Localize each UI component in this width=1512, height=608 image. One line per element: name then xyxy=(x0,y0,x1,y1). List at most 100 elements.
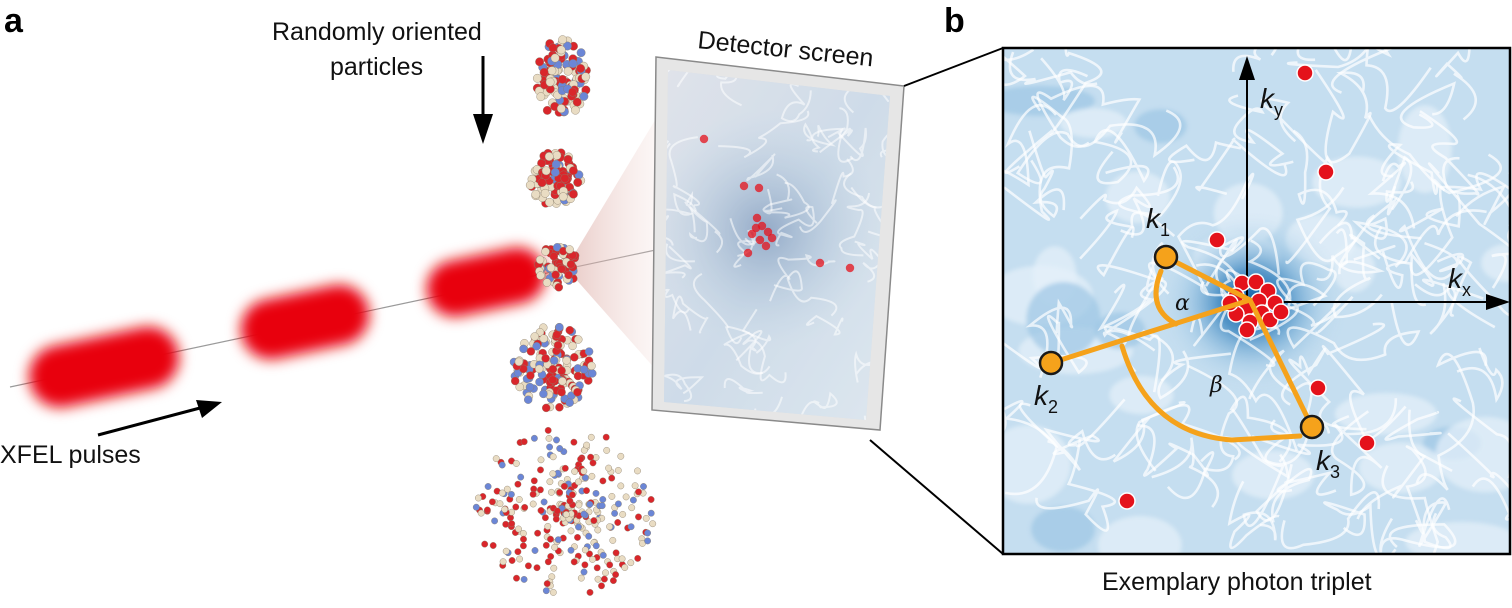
particle-cluster xyxy=(534,243,580,292)
atom xyxy=(557,388,566,397)
speckle-line xyxy=(1195,137,1288,196)
k2-label: k2 xyxy=(1034,380,1058,417)
atom xyxy=(529,490,537,498)
atom xyxy=(594,575,602,583)
atom xyxy=(520,438,528,446)
atom xyxy=(529,500,537,508)
atom xyxy=(521,503,529,511)
speckle-line xyxy=(1367,114,1502,195)
atom xyxy=(526,347,536,356)
pulses-label: XFEL pulses xyxy=(0,441,141,469)
atom xyxy=(525,382,535,392)
atom xyxy=(534,529,541,537)
atom xyxy=(568,87,578,97)
pulse xyxy=(240,284,370,360)
atom xyxy=(640,483,647,490)
speckle-line xyxy=(1035,439,1116,532)
atom xyxy=(547,535,554,543)
speckle-line xyxy=(1025,298,1074,379)
speckle-line xyxy=(1028,130,1066,219)
atom xyxy=(537,178,547,188)
atom xyxy=(610,577,617,584)
photon-hit xyxy=(699,134,709,144)
speckle-line xyxy=(762,182,810,219)
intensity-blob xyxy=(1097,515,1182,554)
speckle-line xyxy=(1003,314,1088,375)
atom xyxy=(535,57,544,67)
atom xyxy=(514,548,522,556)
atom xyxy=(552,330,561,339)
speckle-line xyxy=(1157,350,1232,400)
atom xyxy=(498,461,506,469)
alpha-label: α xyxy=(1175,291,1190,316)
atom xyxy=(550,356,559,365)
atom xyxy=(589,556,596,563)
panel-a-letter: a xyxy=(4,2,24,40)
speckle-line xyxy=(1405,445,1453,535)
atom xyxy=(542,106,552,115)
atom xyxy=(642,515,650,522)
speckle-line xyxy=(775,205,818,247)
speckle-line xyxy=(1384,410,1442,441)
atom xyxy=(568,341,577,351)
atom xyxy=(557,366,566,375)
atom xyxy=(552,150,562,160)
speckle-line xyxy=(1015,109,1182,185)
speckle-line xyxy=(1118,160,1182,217)
particles-label-line1: Randomly oriented xyxy=(272,18,482,46)
intensity-blob xyxy=(1059,108,1127,138)
atom xyxy=(577,455,584,463)
atom xyxy=(575,523,582,531)
photon-hit xyxy=(1309,379,1327,397)
panel-b-letter: b xyxy=(944,2,965,40)
photon-hit xyxy=(845,263,855,273)
atom xyxy=(540,188,550,198)
speckle-line xyxy=(1367,161,1416,229)
atom xyxy=(542,514,549,522)
atom xyxy=(592,542,600,550)
photon-hit xyxy=(815,258,825,268)
atom xyxy=(550,564,558,572)
atom xyxy=(551,270,560,279)
speckle-line xyxy=(1276,261,1337,307)
speckle-line xyxy=(664,288,690,334)
speckle-line xyxy=(729,218,759,268)
atom xyxy=(512,503,520,511)
atom xyxy=(567,527,575,535)
atom xyxy=(539,334,548,343)
photon-hit xyxy=(743,248,753,258)
atom xyxy=(525,562,532,570)
atom xyxy=(569,189,578,199)
intensity-blob xyxy=(1031,506,1095,552)
speckle-line xyxy=(1167,140,1242,164)
atom xyxy=(541,247,550,256)
atom xyxy=(562,356,571,365)
atom xyxy=(536,271,545,280)
speckle-line xyxy=(1332,233,1383,319)
atom xyxy=(583,441,590,449)
atom xyxy=(571,468,578,475)
atom xyxy=(556,104,566,114)
atom xyxy=(541,166,551,176)
speckle-line xyxy=(672,295,709,334)
speckle-line xyxy=(718,110,810,159)
speckle-line xyxy=(1415,350,1488,491)
atom xyxy=(520,530,527,537)
atom xyxy=(563,66,573,76)
atom xyxy=(520,576,528,583)
speckle-line xyxy=(1008,51,1098,86)
atom xyxy=(614,519,622,526)
connector-bottom xyxy=(869,439,1004,555)
atom xyxy=(647,496,655,503)
speckle-line xyxy=(1295,186,1357,263)
speckle-line xyxy=(1353,209,1487,289)
speckle-line xyxy=(1018,402,1100,471)
atom xyxy=(579,92,589,101)
atom xyxy=(531,434,538,442)
atom xyxy=(614,466,622,474)
intensity-blob xyxy=(1109,375,1174,415)
atom xyxy=(590,517,598,524)
kx-axis xyxy=(1247,294,1510,310)
atom xyxy=(598,502,606,510)
zoom-frame xyxy=(1001,46,1512,556)
